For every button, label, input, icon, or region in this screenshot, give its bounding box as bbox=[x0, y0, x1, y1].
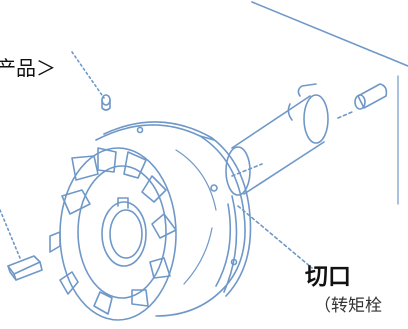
shaft-part bbox=[225, 83, 329, 196]
product-label: 产品＞ bbox=[0, 56, 56, 80]
hub-flange-part bbox=[49, 121, 252, 321]
boundary-line bbox=[251, 1, 408, 67]
leader-line-notch bbox=[237, 205, 313, 269]
screw-part bbox=[101, 94, 111, 111]
pin-part bbox=[354, 83, 388, 110]
notch-label: 切口 bbox=[305, 264, 351, 290]
key-part bbox=[7, 255, 43, 281]
torque-bolt-label: （转矩栓 bbox=[314, 296, 382, 316]
leader-line-screw bbox=[71, 51, 105, 99]
leader-line-key bbox=[0, 209, 21, 259]
